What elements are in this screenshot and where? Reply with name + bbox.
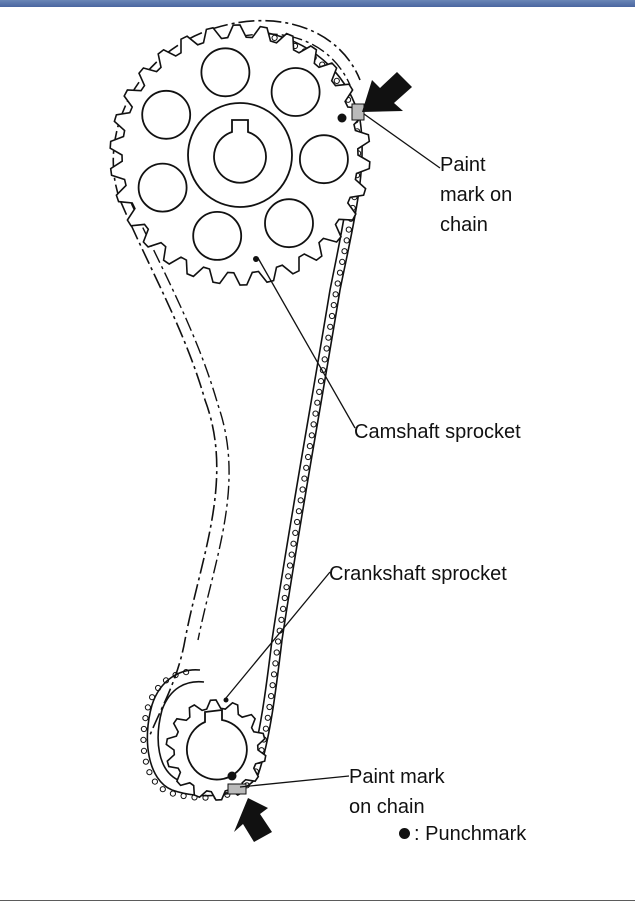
chain-link — [272, 660, 279, 667]
chain-link — [325, 334, 332, 341]
paint-mark-bottom — [227, 783, 247, 795]
window-bottom-bar — [0, 900, 635, 907]
chain-link — [327, 323, 334, 330]
chain-link — [301, 475, 308, 482]
punchmark-legend-icon — [399, 828, 410, 839]
chain-link — [295, 508, 302, 515]
chain-link — [266, 703, 273, 711]
chain-link — [310, 421, 317, 428]
window-top-bar — [0, 0, 635, 7]
chain-link — [343, 237, 350, 244]
chain-link — [323, 345, 330, 352]
chain-link — [271, 34, 278, 42]
chain-link — [303, 464, 310, 471]
chain-link — [299, 486, 306, 493]
chain-link — [339, 258, 346, 265]
chain-link — [283, 584, 290, 591]
chain-link — [317, 378, 325, 385]
chain-link — [151, 778, 158, 785]
label-paint-mark-bottom: Paint mark on chain — [349, 766, 445, 818]
chain-link — [306, 443, 313, 450]
chain-link — [312, 410, 319, 417]
paint-mark-top — [351, 103, 365, 121]
label-paint-mark-top: Paint mark on chain — [440, 154, 513, 236]
chain-link — [285, 573, 292, 580]
lightening-hole — [270, 67, 321, 117]
label-crankshaft-sprocket: Crankshaft sprocket — [329, 563, 507, 585]
legend-text: Punchmark — [425, 823, 527, 845]
chain-link — [270, 671, 278, 678]
crankshaft-sprocket — [165, 697, 267, 801]
chain-link — [305, 453, 312, 461]
chain-link — [172, 671, 179, 679]
chain-link — [269, 682, 276, 689]
legend-separator: : — [414, 823, 420, 845]
chain-link — [321, 356, 328, 363]
chain-link — [316, 388, 323, 395]
crankshaft-punchmark — [227, 771, 237, 781]
chain-link — [288, 551, 295, 558]
lightening-hole — [298, 134, 349, 185]
arrow-bottom — [234, 798, 272, 842]
chain-link — [142, 715, 149, 722]
chain-link — [278, 616, 285, 623]
chain-link — [140, 736, 147, 744]
chain-link — [262, 725, 269, 732]
chain-link — [294, 518, 301, 526]
lightening-hole — [141, 89, 192, 140]
chain-link — [334, 280, 341, 287]
camshaft-bore-keyway — [213, 119, 267, 184]
legend-punchmark: : Punchmark — [399, 819, 526, 849]
lightening-hole — [200, 47, 251, 98]
lightening-hole — [192, 210, 243, 261]
camshaft-center-dot — [253, 256, 259, 262]
chain-link — [273, 649, 280, 656]
chain-link — [328, 312, 336, 320]
chain-link — [140, 747, 148, 755]
chain-link — [146, 769, 153, 776]
chain-link — [159, 786, 166, 793]
crankshaft-bore-keyway — [185, 708, 248, 781]
chain-link — [169, 790, 176, 797]
leader-camshaft — [257, 257, 356, 429]
chain-link — [142, 758, 149, 765]
chain-link — [280, 605, 287, 613]
chain-link — [268, 693, 275, 700]
chain-link — [286, 562, 294, 569]
chain-link — [341, 248, 348, 255]
chain-link — [314, 399, 321, 406]
chain-link — [275, 638, 282, 645]
chain-link — [308, 432, 315, 439]
camshaft-sprocket — [109, 24, 371, 286]
crankshaft-center-dot — [223, 697, 229, 703]
chain-link — [281, 594, 288, 602]
leader-crankshaft — [225, 571, 331, 699]
leader-paint-bottom — [239, 775, 350, 788]
chain-link — [297, 497, 304, 504]
camshaft-lightening-holes — [137, 47, 349, 261]
chain-link — [336, 269, 344, 276]
chain-link — [333, 77, 340, 85]
leader-paint-top — [363, 113, 441, 169]
lightening-hole — [137, 162, 188, 213]
chain-link — [144, 704, 151, 711]
camshaft-punchmark — [337, 113, 347, 123]
arrow-top — [362, 72, 412, 112]
lightening-hole — [264, 198, 314, 249]
chain-link — [330, 302, 337, 309]
chain-link — [290, 540, 297, 547]
chain-link — [345, 226, 352, 233]
chain-right-run — [257, 32, 363, 776]
chain-link — [292, 529, 299, 537]
label-camshaft-sprocket: Camshaft sprocket — [354, 421, 521, 443]
chain-link — [332, 291, 339, 298]
chain-link — [140, 725, 147, 733]
chain-link — [264, 714, 271, 721]
